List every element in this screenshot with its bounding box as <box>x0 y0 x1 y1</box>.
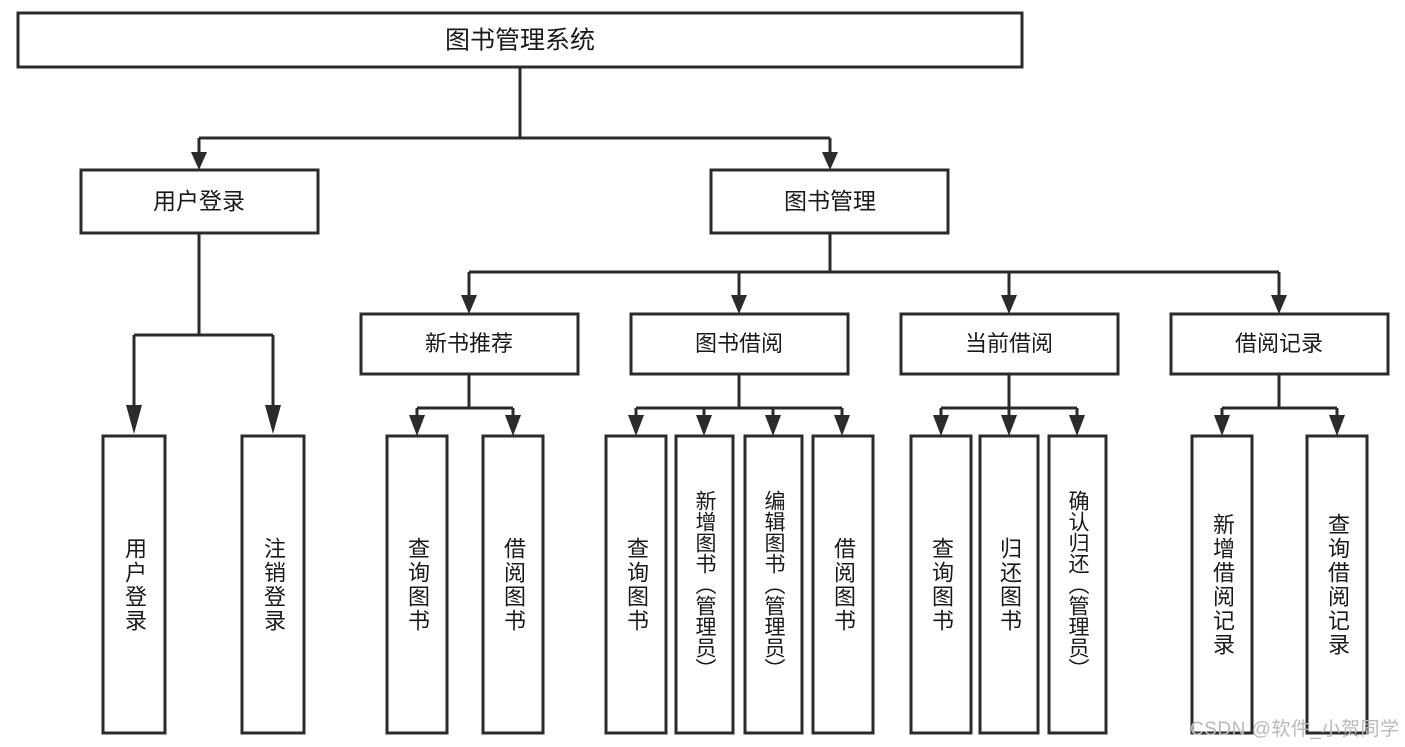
arrow-book-borrow-leaf-1 <box>628 415 644 436</box>
leaf-box-new-book-2[interactable] <box>481 434 545 735</box>
leaf-box-book-borrow-1[interactable] <box>604 434 668 735</box>
node-user-login[interactable]: 用户登录 <box>79 168 320 235</box>
node-new-book-recommend[interactable]: 新书推荐 <box>359 312 580 376</box>
arrow-to-book-manage <box>822 152 838 170</box>
node-book-management-label: 图书管理 <box>784 188 876 214</box>
arrow-user-login-leaf-1 <box>126 405 142 434</box>
arrow-to-borrow-record <box>1271 295 1287 314</box>
node-book-management-box[interactable] <box>709 168 950 235</box>
leaf-box-borrow-record-1[interactable] <box>1190 434 1254 735</box>
arrow-to-book-borrow <box>731 295 747 314</box>
arrow-current-borrow-leaf-3 <box>1069 415 1085 436</box>
node-current-borrow-box[interactable] <box>899 312 1120 376</box>
leaf-box-book-borrow-4[interactable] <box>811 434 875 735</box>
leaf-box-user-login-1[interactable] <box>101 434 167 735</box>
leaf-box-current-borrow-3[interactable] <box>1047 434 1108 735</box>
arrow-borrow-record-leaf-1 <box>1214 415 1230 436</box>
leaf-box-current-borrow-1[interactable] <box>909 434 973 735</box>
node-book-borrow-label: 图书借阅 <box>695 331 783 356</box>
node-borrow-record-box[interactable] <box>1169 312 1390 376</box>
leaf-box-book-borrow-3[interactable] <box>743 434 804 735</box>
node-current-borrow[interactable]: 当前借阅 <box>899 312 1120 376</box>
arrow-to-new-book <box>461 295 477 314</box>
leaf-box-current-borrow-2[interactable] <box>978 434 1040 735</box>
node-user-login-box[interactable] <box>79 168 320 235</box>
node-root-box[interactable] <box>16 11 1024 69</box>
arrow-to-current-borrow <box>1001 295 1017 314</box>
arrow-book-borrow-leaf-2 <box>696 415 712 436</box>
arrow-book-borrow-leaf-4 <box>834 415 850 436</box>
node-new-book-recommend-box[interactable] <box>359 312 580 376</box>
node-borrow-record-label: 借阅记录 <box>1235 331 1323 356</box>
node-root-book-management-system[interactable]: 图书管理系统 <box>16 11 1024 69</box>
node-root-label: 图书管理系统 <box>445 27 595 55</box>
node-user-login-label: 用户登录 <box>153 188 245 214</box>
leaf-box-borrow-record-2[interactable] <box>1305 434 1369 735</box>
node-borrow-record[interactable]: 借阅记录 <box>1169 312 1390 376</box>
csdn-watermark: CSDN @软件_小贺同学 <box>1190 719 1400 740</box>
arrow-new-book-leaf-1 <box>409 415 425 436</box>
arrow-to-user-login <box>191 152 207 170</box>
node-book-borrow[interactable]: 图书借阅 <box>629 312 850 376</box>
node-new-book-recommend-label: 新书推荐 <box>425 331 513 356</box>
arrow-new-book-leaf-2 <box>505 415 521 436</box>
node-current-borrow-label: 当前借阅 <box>965 331 1053 356</box>
arrow-current-borrow-leaf-1 <box>933 415 949 436</box>
leaf-box-new-book-1[interactable] <box>385 434 449 735</box>
connectors-group <box>126 67 1345 436</box>
node-book-management[interactable]: 图书管理 <box>709 168 950 235</box>
leaf-box-book-borrow-2[interactable] <box>674 434 735 735</box>
arrow-current-borrow-leaf-2 <box>1001 415 1017 436</box>
arrow-user-login-leaf-2 <box>265 405 281 434</box>
arrow-book-borrow-leaf-3 <box>765 415 781 436</box>
leaf-box-user-login-2[interactable] <box>240 434 306 735</box>
node-book-borrow-box[interactable] <box>629 312 850 376</box>
arrow-borrow-record-leaf-2 <box>1329 415 1345 436</box>
